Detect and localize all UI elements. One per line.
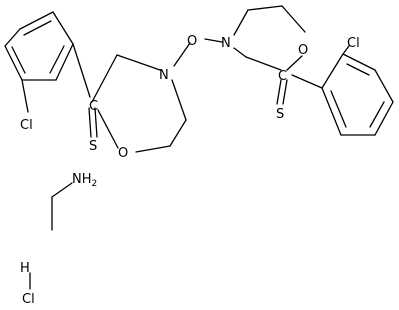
atom-nh: NH [72,172,92,187]
atom-cl-hcl: Cl [22,292,35,307]
atom-s-left: S [89,139,97,154]
bond-right-thione-b [282,79,288,105]
atom-s-right: S [276,107,284,122]
bond-right-c-to-ring [291,74,323,89]
bond-right-ring-to-cl [342,45,350,55]
bond-left-thione-a [88,107,92,138]
left-chlorophenyl-ring [4,11,74,81]
left-heterocycle-ring [91,54,187,153]
bond-left-ring-to-cl [21,79,29,113]
atom-o-bridge: O [187,34,197,49]
atom-cl-right: Cl [347,36,360,51]
amine-group-label: NH2 [72,172,97,189]
bond-o-to-right-n [204,38,223,43]
atom-n-right: N [221,36,231,51]
atom-c-left: C [89,99,98,114]
bond-right-thione-a [276,79,282,105]
atom-o-left-ring: O [118,146,128,161]
atom-n-left: N [159,68,169,83]
bond-left-n-to-o [173,42,191,67]
bond-left-ring-to-c [72,43,91,98]
bond-ethyl-ch2-n [51,182,73,198]
right-heterocycle-ring [233,5,306,71]
bond-left-thione-b [94,107,98,138]
atom-o-right-ring: O [298,43,308,58]
right-chlorophenyl-ring [321,53,394,136]
atom-c-right: C [278,69,287,84]
atom-h-hcl: H [20,261,30,276]
amine-subscript: 2 [92,179,98,189]
atom-cl-left: Cl [20,118,33,133]
